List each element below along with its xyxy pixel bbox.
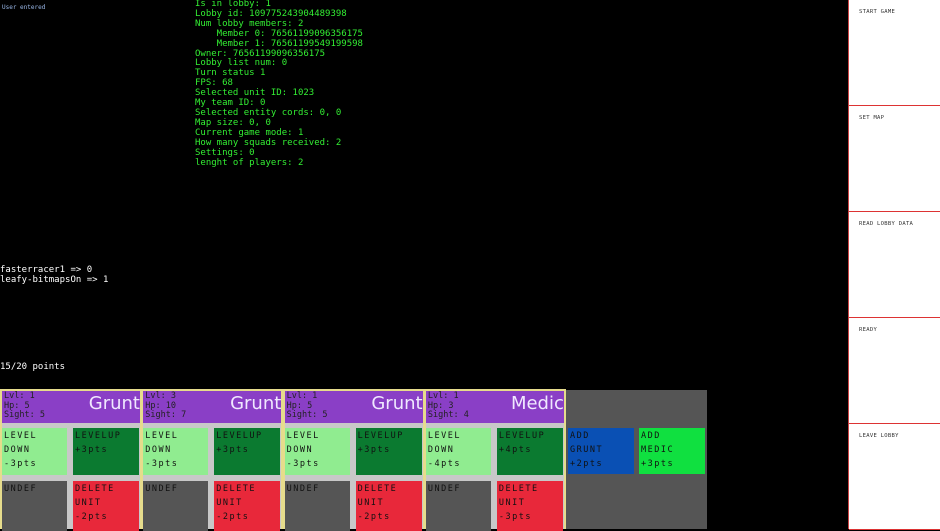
unit-header: Lvl: 1 Hp: 5 Sight: 5 Grunt <box>284 391 423 423</box>
status-text: User entered <box>2 4 46 11</box>
sidebar-button-leave-lobby[interactable]: LEAVE LOBBY <box>849 424 940 530</box>
player-entry: leafy-bitmapsOn => 1 <box>0 275 109 285</box>
unit-name: Grunt <box>371 393 423 414</box>
unit-stats: Lvl: 1 Hp: 3 Sight: 4 <box>427 391 469 420</box>
undef-button[interactable]: UNDEF <box>2 481 67 531</box>
unit-card[interactable]: Lvl: 1 Hp: 5 Sight: 5 Grunt LEVEL DOWN -… <box>282 389 425 531</box>
debug-line: Current game mode: 1 <box>195 127 304 138</box>
debug-line: Selected unit ID: 1023 <box>195 88 315 99</box>
undef-button[interactable]: UNDEF <box>143 481 209 531</box>
undef-button[interactable]: UNDEF <box>425 481 491 531</box>
unit-header: Lvl: 1 Hp: 5 Sight: 5 Grunt <box>2 391 140 423</box>
delete-unit-button[interactable]: DELETE UNIT -2pts <box>73 481 139 531</box>
unit-card[interactable]: Lvl: 3 Hp: 10 Sight: 7 Grunt LEVEL DOWN … <box>141 389 284 531</box>
unit-stats: Lvl: 1 Hp: 5 Sight: 5 <box>4 391 45 420</box>
level-up-button[interactable]: LEVELUP +3pts <box>355 428 422 475</box>
unit-name: Grunt <box>230 393 282 414</box>
debug-line: FPS: 68 <box>195 78 233 89</box>
level-up-button[interactable]: LEVELUP +3pts <box>214 428 281 475</box>
debug-line: Is in lobby: 1 <box>195 0 271 9</box>
level-up-button[interactable]: LEVELUP +4pts <box>496 428 563 475</box>
debug-line: Owner: 76561199096356175 <box>195 48 326 59</box>
debug-line: Selected entity cords: 0, 0 <box>195 107 342 118</box>
unit-name: Grunt <box>88 393 140 414</box>
unit-stats: Lvl: 3 Hp: 10 Sight: 7 <box>145 391 187 420</box>
delete-unit-button[interactable]: DELETE UNIT -3pts <box>496 481 563 531</box>
level-down-button[interactable]: LEVEL DOWN -3pts <box>2 428 67 475</box>
sidebar-button-start-game[interactable]: START GAME <box>849 0 940 106</box>
points-counter: 15/20 points <box>0 362 66 372</box>
debug-line: Lobby id: 109775243904489398 <box>195 8 347 19</box>
debug-line: Lobby list num: 0 <box>195 58 288 69</box>
delete-unit-button[interactable]: DELETE UNIT -2pts <box>355 481 422 531</box>
unit-stats: Lvl: 1 Hp: 5 Sight: 5 <box>286 391 328 420</box>
add-medic-button[interactable]: ADD MEDIC +3pts <box>639 428 705 474</box>
level-down-button[interactable]: LEVEL DOWN -4pts <box>425 428 491 475</box>
debug-line: My team ID: 0 <box>195 98 266 109</box>
unit-card[interactable]: Lvl: 1 Hp: 3 Sight: 4 Medic LEVEL DOWN -… <box>423 389 566 531</box>
sidebar-button-ready[interactable]: READY <box>849 318 940 424</box>
level-up-button[interactable]: LEVELUP +3pts <box>73 428 139 475</box>
unit-card[interactable]: Lvl: 1 Hp: 5 Sight: 5 Grunt LEVEL DOWN -… <box>0 389 142 531</box>
player-entry: fasterracer1 => 0 <box>0 265 93 275</box>
add-unit-panel: ADD GRUNT +2pts ADD MEDIC +3pts <box>566 390 707 529</box>
debug-line: Settings: 0 <box>195 147 255 158</box>
sidebar-button-set-map[interactable]: SET MAP <box>849 106 940 212</box>
level-down-button[interactable]: LEVEL DOWN -3pts <box>284 428 350 475</box>
unit-name: Medic <box>510 393 564 414</box>
debug-line: lenght of players: 2 <box>195 157 304 168</box>
debug-line: Member 0: 76561199096356175 <box>195 28 363 39</box>
debug-line: Turn status 1 <box>195 68 266 79</box>
delete-unit-button[interactable]: DELETE UNIT -2pts <box>214 481 281 531</box>
debug-line: Member 1: 76561199549199598 <box>195 38 363 49</box>
debug-line: Map size: 0, 0 <box>195 117 271 128</box>
add-grunt-button[interactable]: ADD GRUNT +2pts <box>568 428 634 474</box>
level-down-button[interactable]: LEVEL DOWN -3pts <box>143 428 209 475</box>
undef-button[interactable]: UNDEF <box>284 481 350 531</box>
sidebar-button-read-lobby-data[interactable]: READ LOBBY DATA <box>849 212 940 318</box>
unit-header: Lvl: 1 Hp: 3 Sight: 4 Medic <box>425 391 564 423</box>
unit-header: Lvl: 3 Hp: 10 Sight: 7 Grunt <box>143 391 282 423</box>
debug-line: Num lobby members: 2 <box>195 18 304 29</box>
debug-line: How many squads received: 2 <box>195 137 342 148</box>
